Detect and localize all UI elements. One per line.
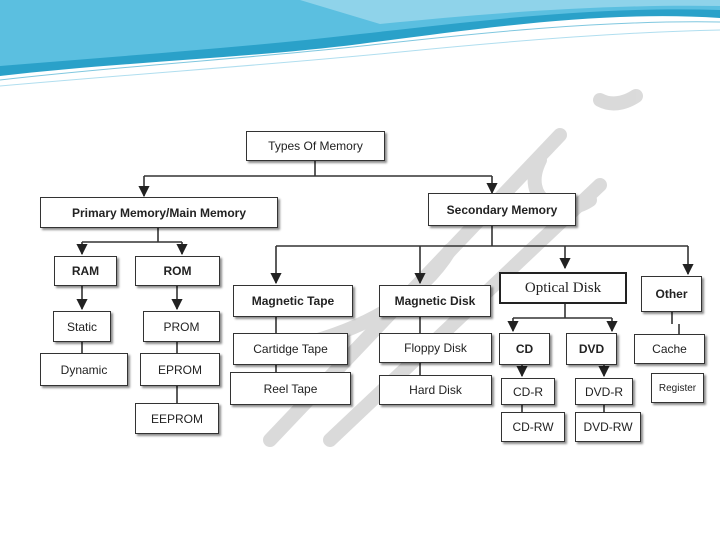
node-magnetic-disk: Magnetic Disk xyxy=(379,285,491,317)
node-other: Other xyxy=(641,276,702,312)
node-cartridge-tape: Cartidge Tape xyxy=(233,333,348,365)
node-ram: RAM xyxy=(54,256,117,286)
node-floppy-disk: Floppy Disk xyxy=(379,333,492,363)
node-dvd: DVD xyxy=(566,333,617,365)
node-reel-tape: Reel Tape xyxy=(230,372,351,405)
node-prom: PROM xyxy=(143,311,220,342)
node-primary-memory: Primary Memory/Main Memory xyxy=(40,197,278,228)
node-cd-rw: CD-RW xyxy=(501,412,565,442)
header-wave-decoration xyxy=(0,0,720,87)
node-dynamic: Dynamic xyxy=(40,353,128,386)
node-hard-disk: Hard Disk xyxy=(379,375,492,405)
node-secondary-memory: Secondary Memory xyxy=(428,193,576,226)
node-static: Static xyxy=(53,311,111,342)
node-eeprom: EEPROM xyxy=(135,403,219,434)
node-rom: ROM xyxy=(135,256,220,286)
node-cd: CD xyxy=(499,333,550,365)
node-cache: Cache xyxy=(634,334,705,364)
node-types-of-memory: Types Of Memory xyxy=(246,131,385,161)
node-register: Register xyxy=(651,373,704,403)
node-dvd-r: DVD-R xyxy=(575,378,633,405)
node-magnetic-tape: Magnetic Tape xyxy=(233,285,353,317)
node-dvd-rw: DVD-RW xyxy=(575,412,641,442)
node-optical-disk: Optical Disk xyxy=(499,272,627,304)
node-cd-r: CD-R xyxy=(501,378,555,405)
node-eprom: EPROM xyxy=(140,353,220,386)
